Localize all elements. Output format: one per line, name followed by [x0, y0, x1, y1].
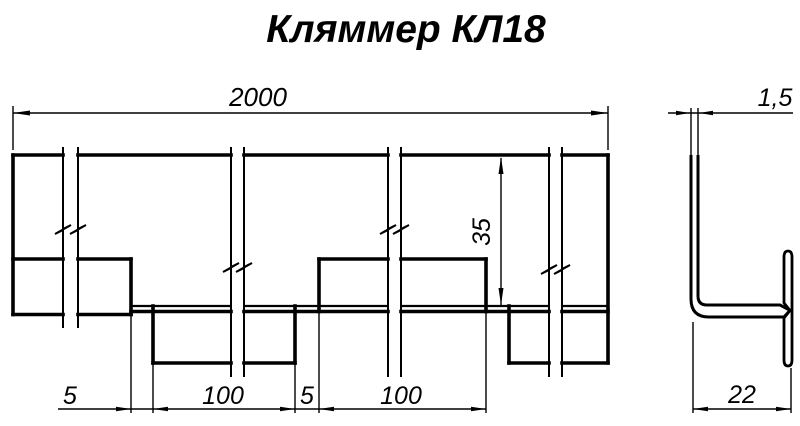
dim-gap-right-label: 5: [300, 382, 314, 410]
dim-total-length-label: 2000: [228, 82, 287, 112]
dim-gap-left-label: 5: [63, 382, 77, 410]
profile-outer-surface: [689, 155, 791, 319]
dimension-base-width: 22: [692, 322, 792, 413]
break-marks: [54, 147, 571, 377]
dimension-face-height: 35: [468, 157, 504, 305]
dim-tab-up-label: 100: [380, 382, 422, 410]
dimension-bottom-chain: 5 100 5 100: [58, 311, 487, 413]
profile-hem-flange: [782, 249, 794, 368]
dim-face-height-label: 35: [468, 218, 496, 246]
drawing-title: Кляммер КЛ18: [266, 8, 546, 51]
front-view: 2000 35 5 100 5 100: [11, 82, 610, 413]
dim-thickness-label: 1,5: [758, 84, 793, 112]
dim-tab-low-label: 100: [202, 382, 244, 410]
dim-base-width-label: 22: [727, 381, 756, 409]
dimension-thickness: 1,5: [668, 84, 793, 116]
profile-inner-surface: [696, 155, 791, 312]
side-view: 1,5 22: [668, 84, 794, 413]
dimension-total-length: 2000: [12, 82, 609, 150]
